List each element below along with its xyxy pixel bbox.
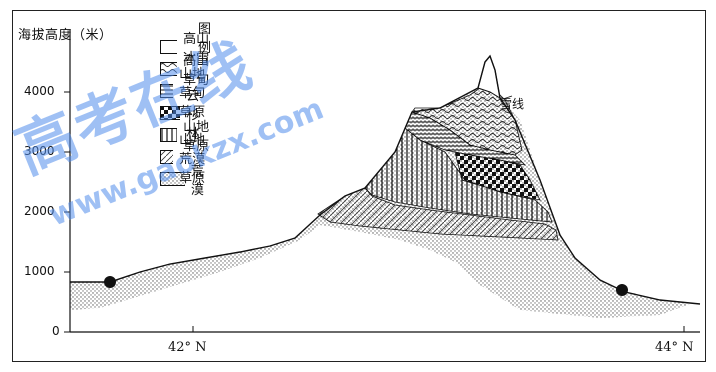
y-tick-0: 0 [52, 324, 60, 338]
diag-swatch-icon [160, 150, 174, 164]
legend-label: 山地草甸草原 [179, 66, 206, 120]
hstripe-swatch-icon [160, 84, 174, 98]
x-tick-42n: 42° N [168, 340, 207, 355]
x-tick-44n: 44° N [655, 340, 694, 355]
terrain-outline [70, 54, 701, 305]
legend-item-desert-steppe: 山地荒漠草原 [160, 133, 211, 186]
legend-label: 高山草甸 [183, 54, 210, 88]
legend-label: 高山冰雪 [183, 32, 210, 66]
legend-label: 山地荒漠草原 [179, 132, 206, 186]
legend-title: 图 例 [198, 22, 222, 56]
checker-swatch-icon [160, 106, 181, 120]
legend-item-snow: 高山冰雪 [160, 32, 211, 66]
snowline-label: 雪线 [500, 97, 525, 111]
y-axis-label: 海拔高度（米） [18, 28, 113, 43]
wave-swatch-icon [160, 62, 178, 76]
x-axis-ticks [192, 326, 685, 332]
legend-label: 荒漠 [190, 164, 204, 198]
location-dot-east [616, 284, 628, 296]
y-axis-ticks [64, 91, 70, 333]
snowline-pointer [499, 95, 513, 101]
location-dot-west [104, 276, 116, 288]
y-tick-2000: 2000 [24, 204, 55, 218]
legend-item-desert: 荒漠 [160, 164, 211, 198]
legend-item-mountain-steppe: 山地草原 [160, 120, 211, 154]
y-tick-1000: 1000 [24, 264, 55, 278]
legend-item-meadow-steppe: 山地草甸草原 [160, 67, 211, 120]
mountain-desert-steppe-zone [317, 187, 559, 241]
legend-item-alpine-meadow: 高山草甸 [160, 54, 211, 88]
y-tick-3000: 3000 [24, 144, 55, 158]
y-tick-4000: 4000 [24, 84, 55, 98]
legend-item-spruce: 云杉林 [160, 89, 211, 142]
snow-swatch-icon [160, 40, 178, 54]
legend-label: 云杉林 [186, 88, 200, 142]
legend-label: 山地草原 [183, 120, 210, 154]
vstripe-swatch-icon [160, 128, 178, 142]
dots-swatch-icon [160, 172, 185, 186]
